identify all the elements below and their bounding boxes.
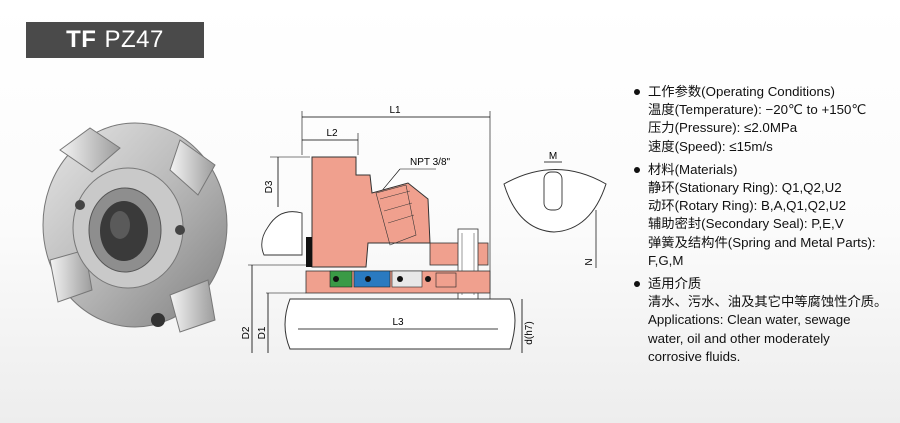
specifications: 工作参数(Operating Conditions) 温度(Temperatur…: [632, 83, 897, 371]
screw-detail-view: M N: [503, 151, 607, 268]
model-label: PZ47: [104, 26, 164, 53]
operating-conditions: 工作参数(Operating Conditions) 温度(Temperatur…: [632, 83, 897, 156]
spec-line: 动环(Rotary Ring): B,A,Q1,Q2,U2: [648, 198, 847, 214]
product-title: TF PZ47: [26, 22, 204, 58]
spec-line: 温度(Temperature): −20℃ to +150℃: [648, 102, 867, 118]
dimension-d3: D3: [264, 156, 310, 207]
spec-line: 辅助密封(Secondary Seal): P,E,V: [648, 216, 844, 232]
applications-heading: 适用介质: [632, 275, 897, 293]
spec-line: 速度(Speed): ≤15m/s: [648, 138, 773, 154]
n-label: N: [584, 258, 595, 265]
l3-label: L3: [392, 317, 404, 328]
operating-heading: 工作参数(Operating Conditions): [632, 83, 897, 101]
spec-line: 静环(Stationary Ring): Q1,Q2,U2: [648, 180, 842, 196]
dimension-l1: L1: [301, 105, 491, 300]
brand-label: TF: [66, 26, 97, 53]
spec-line: 弹簧及结构件(Spring and Metal Parts):: [648, 234, 876, 250]
d-label: d(h7): [524, 321, 535, 344]
l2-label: L2: [326, 128, 338, 139]
materials-heading: 材料(Materials): [632, 161, 897, 179]
npt-label: NPT 3/8": [410, 157, 450, 168]
spec-line: 压力(Pressure): ≤2.0MPa: [648, 120, 798, 136]
sectional-drawing: L1 L2 D3 NPT 3/8" L3 D2: [241, 105, 535, 353]
dimension-l2: L2: [302, 128, 359, 155]
materials: 材料(Materials) 静环(Stationary Ring): Q1,Q2…: [632, 161, 897, 270]
seal-photo: [42, 122, 228, 333]
npt-callout: NPT 3/8": [379, 157, 450, 194]
d3-label: D3: [264, 180, 275, 193]
spec-line: water, oil and other moderately: [648, 330, 830, 346]
d1-label: D1: [257, 326, 268, 339]
applications: 适用介质 清水、污水、油及其它中等腐蚀性介质。 Applications: Cl…: [632, 275, 897, 366]
spec-line: F,G,M: [648, 252, 684, 268]
spec-line: Applications: Clean water, sewage: [648, 312, 851, 328]
l1-label: L1: [389, 105, 401, 116]
spec-line: corrosive fluids.: [648, 348, 741, 364]
spec-line: 清水、污水、油及其它中等腐蚀性介质。: [648, 294, 888, 310]
m-label: M: [549, 151, 557, 162]
d2-label: D2: [241, 326, 252, 339]
